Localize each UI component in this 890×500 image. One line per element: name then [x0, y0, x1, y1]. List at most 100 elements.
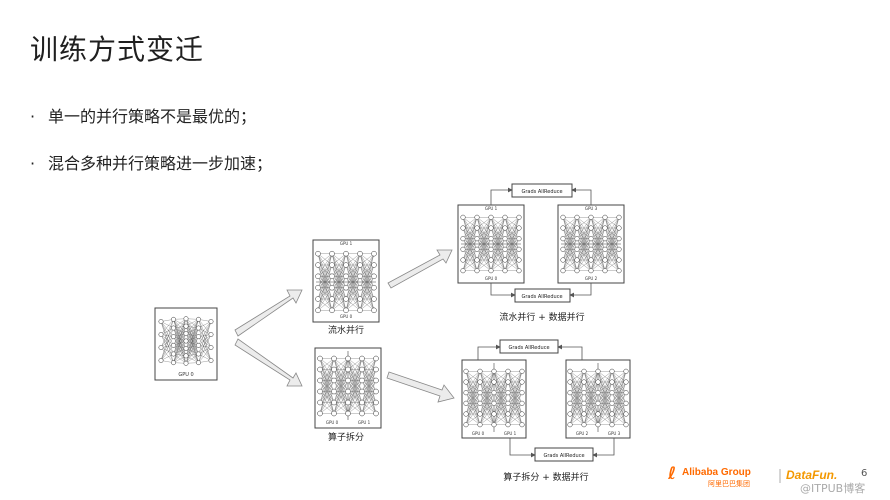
net-edge — [331, 253, 347, 300]
net-node — [345, 377, 351, 384]
net-node — [463, 400, 469, 406]
net-edge — [490, 249, 506, 271]
net-edge — [611, 371, 627, 425]
net-node — [623, 400, 629, 406]
net-node — [477, 379, 483, 385]
net-edge — [507, 392, 523, 425]
net-edge — [317, 287, 333, 311]
net-edge — [493, 381, 509, 425]
net-edge — [465, 371, 481, 425]
net-edge — [604, 227, 620, 271]
net-node — [505, 411, 511, 417]
net-node — [588, 214, 594, 220]
pipeline-dp-panel: Grads AllReduce GPU 1 GPU 0 GPU 3 GPU 2 … — [457, 183, 625, 303]
net-node — [491, 400, 497, 406]
net-node — [609, 422, 615, 428]
net-edge — [476, 259, 492, 271]
net-edge — [185, 326, 199, 346]
net-edge — [479, 413, 495, 425]
net-edge — [462, 259, 478, 271]
net-edge — [333, 402, 349, 414]
net-node — [357, 284, 363, 291]
allreduce-label: Grads AllReduce — [521, 294, 562, 300]
net-edge — [493, 413, 509, 425]
net-edge — [185, 336, 199, 349]
net-edge — [185, 345, 199, 364]
gpu-label: GPU 2 — [585, 276, 598, 281]
net-edge — [590, 259, 606, 271]
net-node — [574, 225, 580, 231]
net-edge — [476, 249, 492, 271]
net-edge — [173, 327, 187, 356]
net-edge — [583, 413, 599, 425]
net-node — [460, 257, 466, 263]
net-node — [505, 400, 511, 406]
net-node — [196, 342, 201, 348]
net-node — [329, 296, 335, 302]
bullet-2: ·混合多种并行策略进一步加速； — [30, 150, 272, 174]
net-node — [488, 214, 494, 220]
net-edge — [317, 253, 333, 288]
allreduce-label: Grads AllReduce — [521, 189, 562, 195]
net-edge — [198, 334, 212, 346]
net-edge — [173, 318, 187, 346]
net-edge — [173, 318, 187, 329]
net-edge — [583, 381, 599, 425]
net-edge — [462, 217, 478, 271]
net-edge — [569, 403, 585, 425]
net-edge — [160, 336, 174, 348]
net-edge — [507, 403, 523, 425]
net-node — [477, 390, 483, 396]
net-edge — [493, 371, 509, 393]
net-node — [477, 400, 483, 406]
net-edge — [160, 319, 174, 348]
net-edge — [347, 369, 363, 414]
net-edge — [476, 238, 492, 271]
gpu-label: GPU 0 — [340, 314, 353, 319]
net-edge — [345, 253, 361, 288]
allreduce-label: Grads AllReduce — [543, 453, 584, 459]
net-node — [183, 360, 189, 366]
net-edge — [490, 259, 506, 271]
net-node — [588, 257, 594, 263]
net-edge — [173, 327, 187, 349]
net-edge — [345, 253, 361, 266]
net-node — [623, 368, 629, 374]
net-edge — [562, 227, 578, 271]
gpu-label: GPU 1 — [485, 206, 498, 211]
bullet-text: 单一的并行策略不是最优的； — [48, 107, 257, 126]
net-edge — [185, 345, 199, 356]
net-edge — [347, 358, 363, 414]
operator-dp-panel: Grads AllReduce GPU 0 GPU 1 GPU 2 GPU 3 … — [461, 339, 631, 462]
net-edge — [611, 413, 627, 425]
net-node — [183, 353, 189, 359]
net-node — [343, 284, 349, 291]
net-edge — [490, 217, 506, 229]
net-edge — [493, 371, 509, 425]
net-node — [329, 273, 335, 280]
net-edge — [597, 403, 613, 425]
net-node — [609, 411, 615, 417]
net-edge — [504, 217, 520, 239]
net-node — [477, 368, 483, 374]
net-edge — [359, 287, 375, 311]
net-node — [595, 400, 601, 406]
net-node — [317, 410, 323, 417]
net-edge — [331, 253, 347, 311]
net-node — [560, 236, 566, 242]
net-edge — [604, 217, 620, 229]
net-edge — [319, 391, 335, 414]
operator-caption: 算子拆分 — [328, 431, 364, 443]
net-node — [463, 411, 469, 417]
net-node — [329, 284, 335, 291]
allreduce-label: Grads AllReduce — [508, 345, 549, 351]
net-node — [315, 296, 321, 302]
net-edge — [490, 217, 506, 250]
net-node — [359, 410, 365, 417]
net-node — [208, 319, 214, 324]
net-node — [357, 296, 363, 302]
net-node — [581, 390, 587, 396]
net-edge — [583, 371, 599, 404]
bullet-text: 混合多种并行策略进一步加速； — [48, 154, 273, 173]
net-edge — [361, 391, 377, 414]
